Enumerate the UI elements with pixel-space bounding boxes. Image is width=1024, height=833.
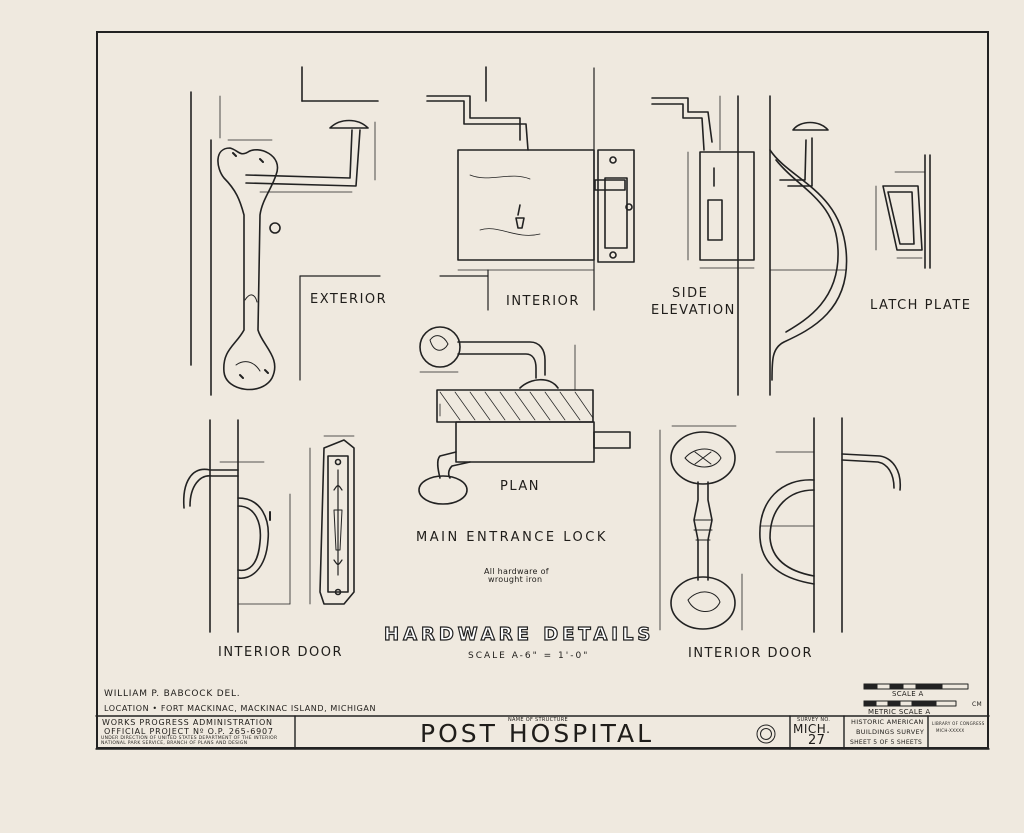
- label-interior-door-right: INTERIOR DOOR: [688, 646, 813, 661]
- title-block-lines: [95, 715, 990, 750]
- metric-scale-label: METRIC SCALE A: [868, 708, 931, 716]
- sheet-info: SHEET 5 OF 5 SHEETS: [850, 739, 923, 746]
- label-plan: PLAN: [500, 479, 540, 494]
- interior-door-left-drawing: [183, 419, 291, 633]
- label-interior-door-left: INTERIOR DOOR: [218, 645, 343, 660]
- library-line-2: MICH-XXXXX: [936, 728, 965, 733]
- direction-line-1: UNDER DIRECTION OF UNITED STATES DEPARTM…: [101, 736, 278, 741]
- survey-state: MICH.: [793, 722, 831, 736]
- survey-no-caption: SURVEY NO.: [797, 717, 831, 723]
- exterior-handle-drawing: [190, 91, 381, 396]
- interior-lock-drawing: [301, 66, 635, 311]
- label-side: SIDE: [672, 286, 709, 301]
- plan-drawing: [418, 326, 631, 505]
- project-line: OFFICIAL PROJECT Nº O.P. 265-6907: [104, 727, 274, 736]
- label-main-entrance-lock: MAIN ENTRANCE LOCK: [416, 530, 608, 545]
- note-hardware-1: All hardware of: [484, 567, 549, 576]
- scale-bar-graphic: [863, 683, 969, 707]
- sheet-border: [96, 31, 989, 749]
- library-line-1: LIBRARY OF CONGRESS: [932, 721, 985, 726]
- habs-line-1: HISTORIC AMERICAN: [851, 718, 924, 726]
- scale-bar-label: SCALE A: [892, 690, 924, 698]
- survey-number: 27: [808, 733, 826, 748]
- sheet-scale: SCALE A-6" = 1'-0": [468, 651, 590, 661]
- interior-door-left-escutcheon-drawing: [309, 435, 355, 605]
- side-elevation-drawing: [651, 95, 848, 396]
- interior-door-right-escutcheon-drawing: [659, 425, 743, 631]
- location: LOCATION • FORT MACKINAC, MACKINAC ISLAN…: [104, 704, 377, 713]
- interior-door-right-handle-drawing: [759, 417, 902, 633]
- label-exterior: EXTERIOR: [310, 292, 388, 307]
- label-latch-plate: LATCH PLATE: [870, 298, 972, 313]
- scale-unit: CM: [972, 701, 982, 708]
- wpa-line: WORKS PROGRESS ADMINISTRATION: [102, 718, 273, 727]
- structure-name: POST HOSPITAL: [420, 719, 654, 748]
- habs-line-2: BUILDINGS SURVEY: [856, 728, 925, 736]
- label-interior: INTERIOR: [506, 294, 580, 309]
- label-elevation: ELEVATION: [651, 303, 736, 318]
- seal-graphic: [756, 724, 776, 744]
- delineator: WILLIAM P. BABCOCK DEL.: [104, 689, 241, 699]
- structure-name-caption: NAME OF STRUCTURE: [508, 717, 568, 723]
- direction-line-2: NATIONAL PARK SERVICE, BRANCH OF PLANS A…: [101, 741, 248, 746]
- latch-plate-drawing: [875, 154, 931, 269]
- note-hardware-2: wrought iron: [488, 575, 543, 584]
- sheet-title: HARDWARE DETAILS: [383, 623, 655, 645]
